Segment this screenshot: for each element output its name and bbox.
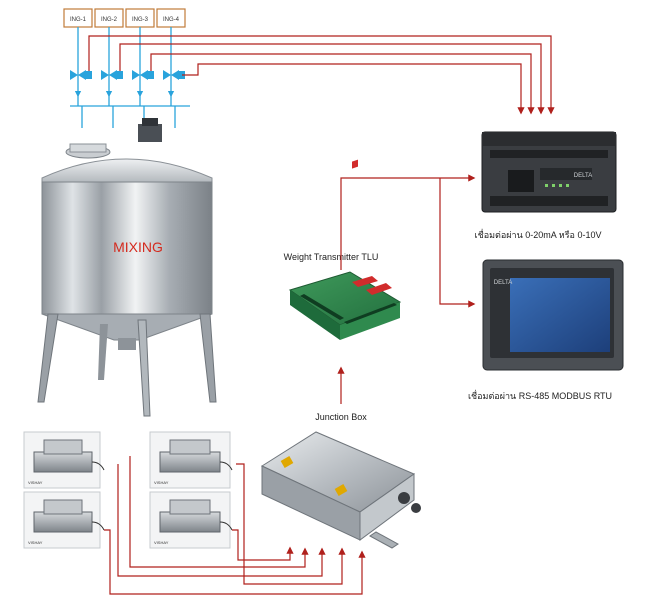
plc-device: DELTA xyxy=(481,131,617,213)
load-cell-2: VISHAY xyxy=(23,491,105,549)
load-cell-tag-2: VISHAY xyxy=(28,540,43,545)
junction-box-label: Junction Box xyxy=(315,412,367,422)
ingredient-box-1: ING-1 xyxy=(63,8,93,28)
ingredient-group: ING-1 ING-2 ING-3 ING-4 xyxy=(63,8,186,28)
weight-transmitter xyxy=(288,159,402,340)
hmi-connection-label: เชื่อมต่อผ่าน RS-485 MODBUS RTU xyxy=(468,389,612,401)
valve-2 xyxy=(101,70,123,80)
ingredient-box-3: ING-3 xyxy=(125,8,155,28)
valve-group xyxy=(70,70,185,80)
load-cell-tag-3: VISHAY xyxy=(154,480,169,485)
hmi-brand: DELTA xyxy=(494,280,512,286)
load-cell-group: VISHAY VISHAY VISHAY VISHAY xyxy=(23,431,233,549)
valve-1 xyxy=(70,70,92,80)
junction-box xyxy=(260,431,421,549)
load-cell-4: VISHAY xyxy=(149,491,233,549)
ingredient-label-1: ING-1 xyxy=(70,17,87,23)
ingredient-label-3: ING-3 xyxy=(132,17,149,23)
plc-connection-label: เชื่อมต่อผ่าน 0-20mA หรือ 0-10V xyxy=(475,228,602,240)
valve-control-lines xyxy=(88,35,555,115)
load-cell-cables xyxy=(104,456,366,595)
load-cell-1: VISHAY xyxy=(23,431,105,489)
ingredient-box-2: ING-2 xyxy=(94,8,124,28)
transmitter-label: Weight Transmitter TLU xyxy=(284,252,379,262)
valve-4 xyxy=(163,70,185,80)
load-cell-3: VISHAY xyxy=(149,431,233,489)
ingredient-pipes xyxy=(70,27,190,128)
transmitter-output-lines xyxy=(340,174,476,308)
mixing-tank: MIXING xyxy=(37,118,217,417)
valve-3 xyxy=(132,70,154,80)
load-cell-tag-1: VISHAY xyxy=(28,480,43,485)
load-cell-tag-4: VISHAY xyxy=(154,540,169,545)
hmi-device: DELTA xyxy=(482,259,624,371)
ingredient-box-4: ING-4 xyxy=(156,8,186,28)
ingredient-label-4: ING-4 xyxy=(163,17,180,23)
plc-brand: DELTA xyxy=(574,173,592,179)
tank-label: MIXING xyxy=(113,239,163,255)
ingredient-label-2: ING-2 xyxy=(101,17,118,23)
